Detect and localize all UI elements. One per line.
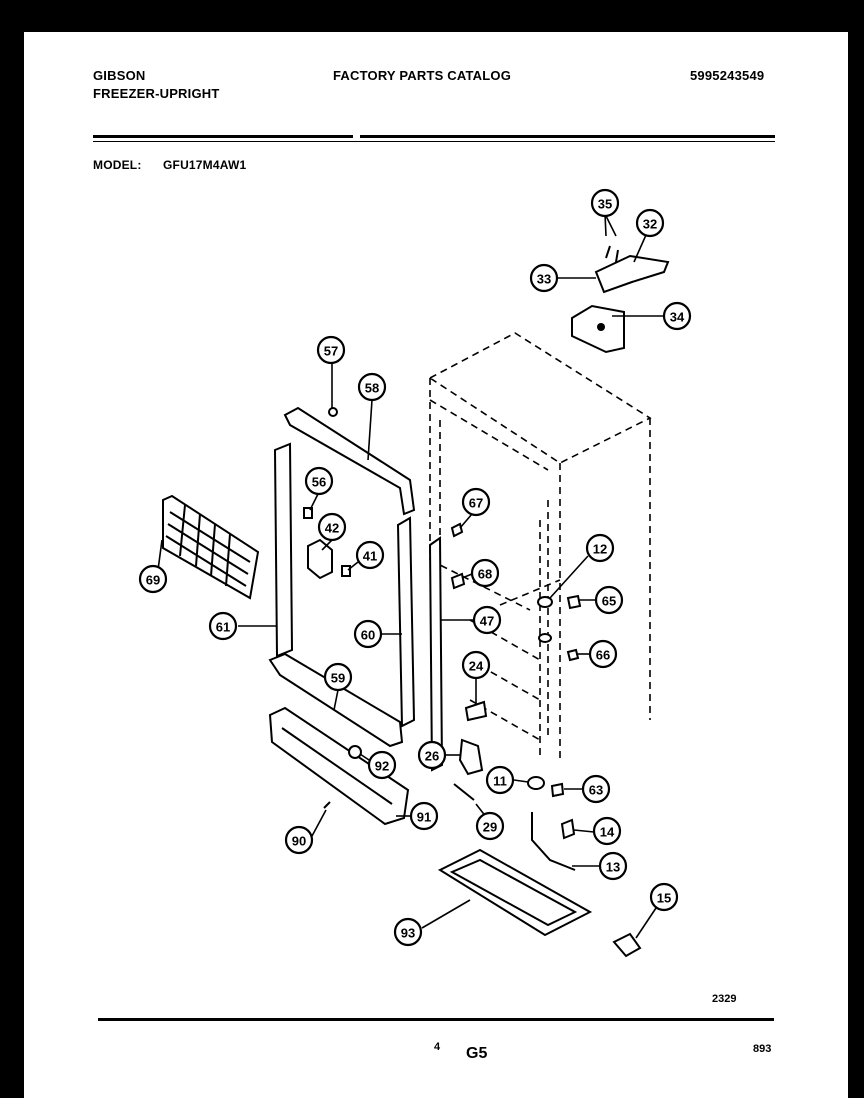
brand-name: GIBSON: [93, 68, 146, 83]
callout-number: 29: [483, 820, 497, 835]
callout-number: 63: [589, 783, 603, 798]
callout-number: 34: [670, 310, 685, 325]
callout-number: 33: [537, 272, 551, 287]
callout-number: 59: [331, 671, 345, 686]
callout-35: 35: [590, 188, 620, 218]
grille: [162, 494, 260, 600]
callout-15: 15: [649, 882, 679, 912]
catalog-number: 5995243549: [690, 68, 765, 83]
callout-33: 33: [529, 263, 559, 293]
callout-59: 59: [323, 662, 353, 692]
breaker-strip: [428, 536, 444, 772]
small-parts: [303, 507, 642, 958]
callout-number: 12: [593, 542, 607, 557]
callout-number: 15: [657, 891, 671, 906]
callout-number: 69: [146, 573, 160, 588]
callout-number: 13: [606, 860, 620, 875]
callout-93: 93: [393, 917, 423, 947]
callout-24: 24: [461, 650, 491, 680]
callout-32: 32: [635, 208, 665, 238]
callout-number: 58: [365, 381, 379, 396]
callout-number: 41: [363, 549, 377, 564]
leader-lines: [157, 213, 664, 939]
callout-12: 12: [585, 533, 615, 563]
callout-number: 65: [602, 594, 616, 609]
callout-41: 41: [355, 540, 385, 570]
callout-34: 34: [662, 301, 692, 331]
section-code: G5: [466, 1045, 487, 1062]
callout-60: 60: [353, 619, 383, 649]
callout-91: 91: [409, 801, 439, 831]
callout-number: 92: [375, 759, 389, 774]
callout-number: 66: [596, 648, 610, 663]
gasket-left: [273, 442, 294, 658]
callout-65: 65: [594, 585, 624, 615]
gasket-bottom: [268, 652, 404, 748]
callout-66: 66: [588, 639, 618, 669]
callout-42: 42: [317, 512, 347, 542]
callout-number: 61: [216, 620, 230, 635]
callout-number: 32: [643, 217, 657, 232]
date-code: 893: [753, 1043, 771, 1055]
callout-56: 56: [304, 466, 334, 496]
callout-number: 90: [292, 834, 306, 849]
model-label: MODEL:: [93, 158, 142, 172]
gasket-right: [396, 516, 416, 728]
callout-26: 26: [417, 740, 447, 770]
callout-number: 56: [312, 475, 326, 490]
header-rule: [360, 135, 775, 138]
callout-61: 61: [208, 611, 238, 641]
page-number: 4: [434, 1041, 441, 1053]
gasket-top: [283, 406, 416, 516]
callout-14: 14: [592, 816, 622, 846]
callout-57: 57: [316, 335, 346, 365]
footer-rule: [98, 1018, 774, 1021]
callout-number: 14: [600, 825, 615, 840]
catalog-title: FACTORY PARTS CATALOG: [333, 68, 512, 83]
callout-63: 63: [581, 774, 611, 804]
model-value: GFU17M4AW1: [163, 158, 247, 172]
header-rule: [93, 135, 353, 138]
drawing-number: 2329: [712, 993, 736, 1005]
callout-number: 91: [417, 810, 431, 825]
cabinet-outline: [428, 332, 652, 760]
callout-29: 29: [475, 811, 505, 841]
callout-number: 26: [425, 749, 439, 764]
callout-group: 35 32 33 34 57 58 56 42 41 67 12 68 65 47 66 69 61 60 24 59…: [138, 188, 692, 947]
drain-pan: [437, 848, 593, 937]
callout-number: 42: [325, 521, 339, 536]
callout-number: 68: [478, 567, 492, 582]
callout-number: 35: [598, 197, 612, 212]
callout-number: 11: [493, 774, 507, 789]
callout-92: 92: [367, 750, 397, 780]
drain-tube: [531, 812, 576, 871]
product-type: FREEZER-UPRIGHT: [93, 86, 220, 101]
callout-67: 67: [461, 487, 491, 517]
callout-69: 69: [138, 564, 168, 594]
callout-number: 47: [480, 614, 494, 629]
callout-68: 68: [470, 558, 500, 588]
kickplate-frame: [268, 706, 410, 826]
callout-58: 58: [357, 372, 387, 402]
callout-90: 90: [284, 825, 314, 855]
callout-number: 57: [324, 344, 338, 359]
callout-13: 13: [598, 851, 628, 881]
callout-number: 60: [361, 628, 375, 643]
top-hinge: [571, 245, 670, 354]
callout-47: 47: [472, 605, 502, 635]
callout-number: 93: [401, 926, 415, 941]
callout-11: 11: [485, 765, 515, 795]
callout-number: 24: [469, 659, 484, 674]
header-rule-thin: [93, 141, 775, 142]
callout-number: 67: [469, 496, 483, 511]
